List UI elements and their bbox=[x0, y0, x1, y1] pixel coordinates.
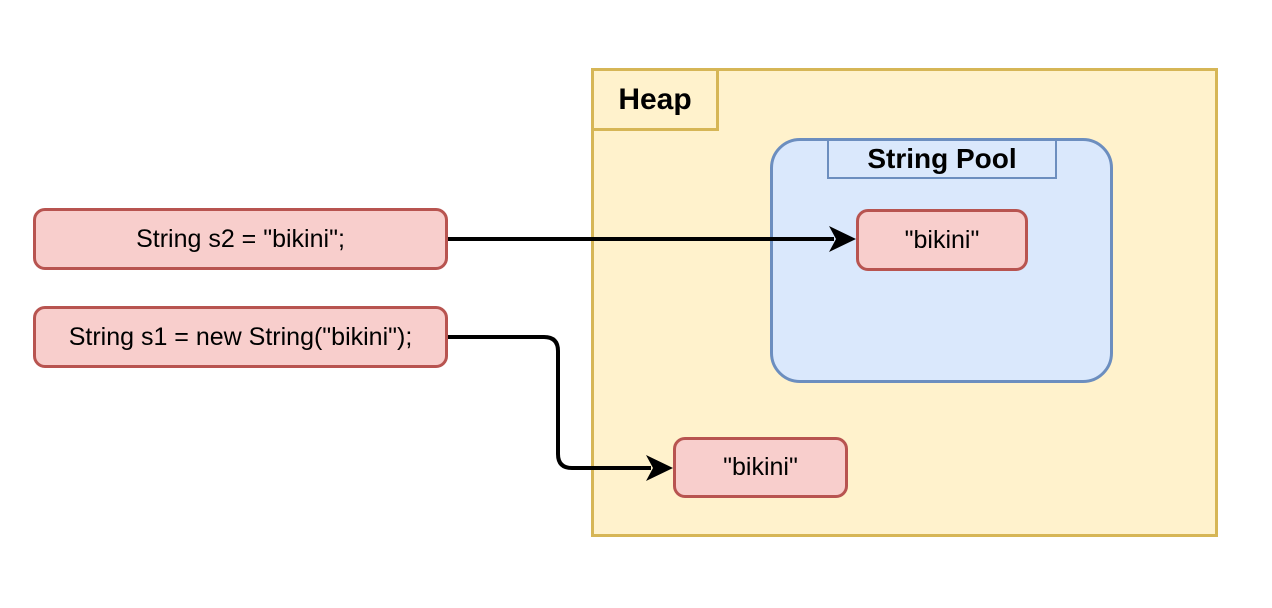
heap-label: Heap bbox=[591, 68, 719, 131]
s1-statement-box: String s1 = new String("bikini"); bbox=[33, 306, 448, 368]
heap-string-object-box: "bikini" bbox=[673, 437, 848, 498]
string-pool-literal-box: "bikini" bbox=[856, 209, 1028, 271]
string-pool-label: String Pool bbox=[827, 139, 1057, 179]
s2-statement-box: String s2 = "bikini"; bbox=[33, 208, 448, 270]
